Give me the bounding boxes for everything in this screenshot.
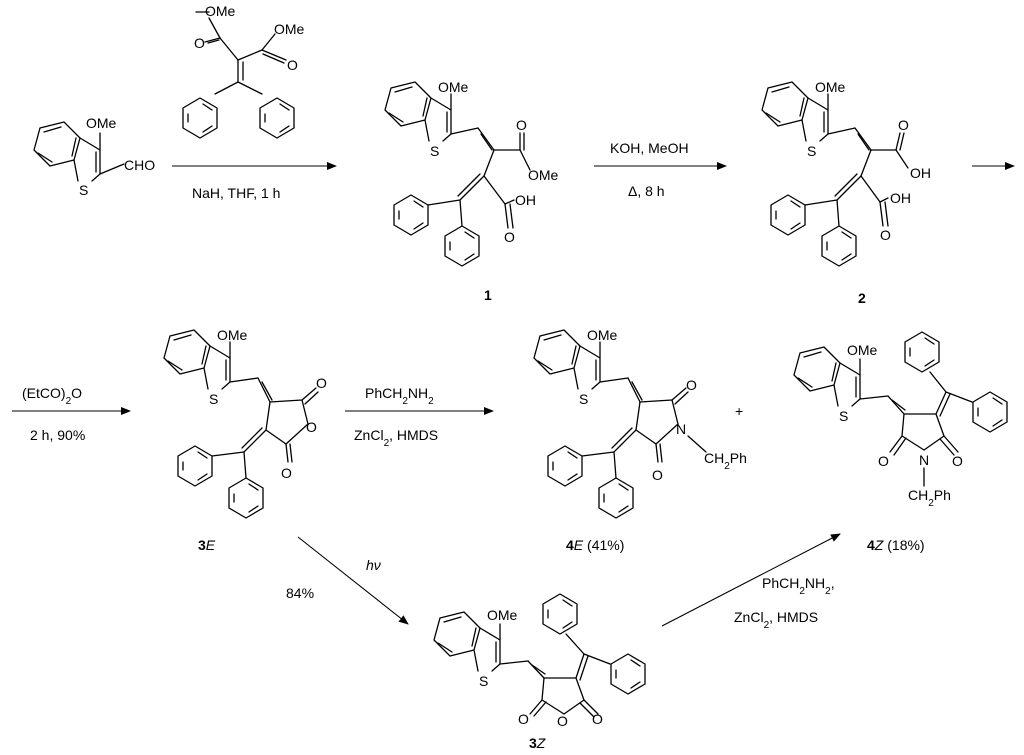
photo-yield: 84%	[286, 585, 314, 601]
benzyl-label: CH2Ph	[704, 450, 747, 472]
compound-2-structure: OMe S O OH OH O	[761, 79, 931, 267]
o-label: O	[878, 453, 889, 469]
step1-conditions: NaH, THF, 1 h	[192, 185, 280, 201]
ome-label: OMe	[86, 115, 117, 131]
s-label: S	[807, 143, 816, 159]
oh-label: OH	[890, 190, 911, 206]
compound-4Z-label: 4Z (18%)	[867, 537, 925, 553]
o-label: O	[652, 467, 663, 483]
s-label: S	[579, 391, 588, 407]
compound-2-label: 2	[858, 290, 866, 306]
ome-label: OMe	[815, 79, 846, 95]
n-label: N	[676, 421, 686, 437]
n-label: N	[919, 452, 929, 468]
benzyl-label: CH2Ph	[908, 487, 951, 509]
s-label: S	[839, 408, 848, 424]
arrow-step5	[661, 533, 841, 627]
step5-conditions: ZnCl2, HMDS	[734, 609, 818, 631]
o-label: O	[316, 375, 327, 391]
ome-label: OMe	[217, 327, 248, 343]
o-label: O	[898, 117, 909, 133]
reagent-ome-side: OMe	[274, 21, 305, 37]
o-label: O	[686, 377, 697, 393]
svg-text:(EtCO)2O: (EtCO)2O	[22, 385, 82, 407]
compound-3E-structure: OMe S O O O	[163, 327, 327, 519]
step4-conditions: ZnCl2, HMDS	[354, 427, 438, 449]
s-label: S	[479, 673, 488, 689]
compound-3Z-label: 3Z	[529, 735, 546, 751]
reagent-ome-top: OMe	[205, 3, 236, 19]
oh-label: OH	[515, 192, 536, 208]
step3-reagent: (EtCO)	[22, 385, 66, 401]
compound-3Z-structure: OMe S O O O	[433, 593, 646, 729]
ome-label: OMe	[587, 327, 618, 343]
step2-reagents: KOH, MeOH	[610, 140, 689, 156]
step3-conditions: 2 h, 90%	[30, 427, 85, 443]
ome-label: OMe	[528, 167, 559, 183]
benzothiophene-aldehyde: OMe S CHO	[33, 115, 155, 198]
o-label: O	[281, 465, 292, 481]
plus-sign: +	[735, 403, 743, 419]
compound-3E-label: 3E	[198, 537, 216, 553]
ome-label: OMe	[487, 607, 518, 623]
s-label: S	[209, 391, 218, 407]
photo-label: hν	[366, 557, 381, 573]
o-label: O	[880, 227, 891, 243]
o-label: O	[194, 35, 205, 51]
arrow-photoisomerization	[297, 536, 409, 625]
s-label: S	[79, 182, 88, 198]
compound-4Z-structure: OMe S O O N CH2Ph	[793, 331, 1008, 509]
compound-1-label: 1	[484, 287, 492, 303]
o-label: O	[952, 453, 963, 469]
compound-4E-structure: OMe S O N CH2Ph O	[533, 327, 747, 519]
diester-reagent: OMe O OMe O	[182, 3, 305, 139]
step4-reagent: PhCH2NH2	[365, 385, 434, 407]
o-label: O	[592, 711, 603, 727]
ome-label: OMe	[438, 79, 469, 95]
o-label: O	[287, 57, 298, 73]
compound-1-structure: OMe S O OMe OH O	[384, 79, 559, 267]
o-label: O	[306, 419, 317, 435]
ome-label: OMe	[847, 342, 878, 358]
o-label: O	[504, 229, 515, 245]
compound-4E-label: 4E (41%)	[566, 537, 624, 553]
cho-label: CHO	[124, 157, 155, 173]
o-label: O	[518, 711, 529, 727]
s-label: S	[430, 143, 439, 159]
oh-label: OH	[910, 165, 931, 181]
step5-reagent: PhCH2NH2,	[762, 575, 835, 597]
step2-conditions: Δ, 8 h	[628, 183, 665, 199]
o-label: O	[516, 117, 527, 133]
o-label: O	[557, 713, 568, 729]
